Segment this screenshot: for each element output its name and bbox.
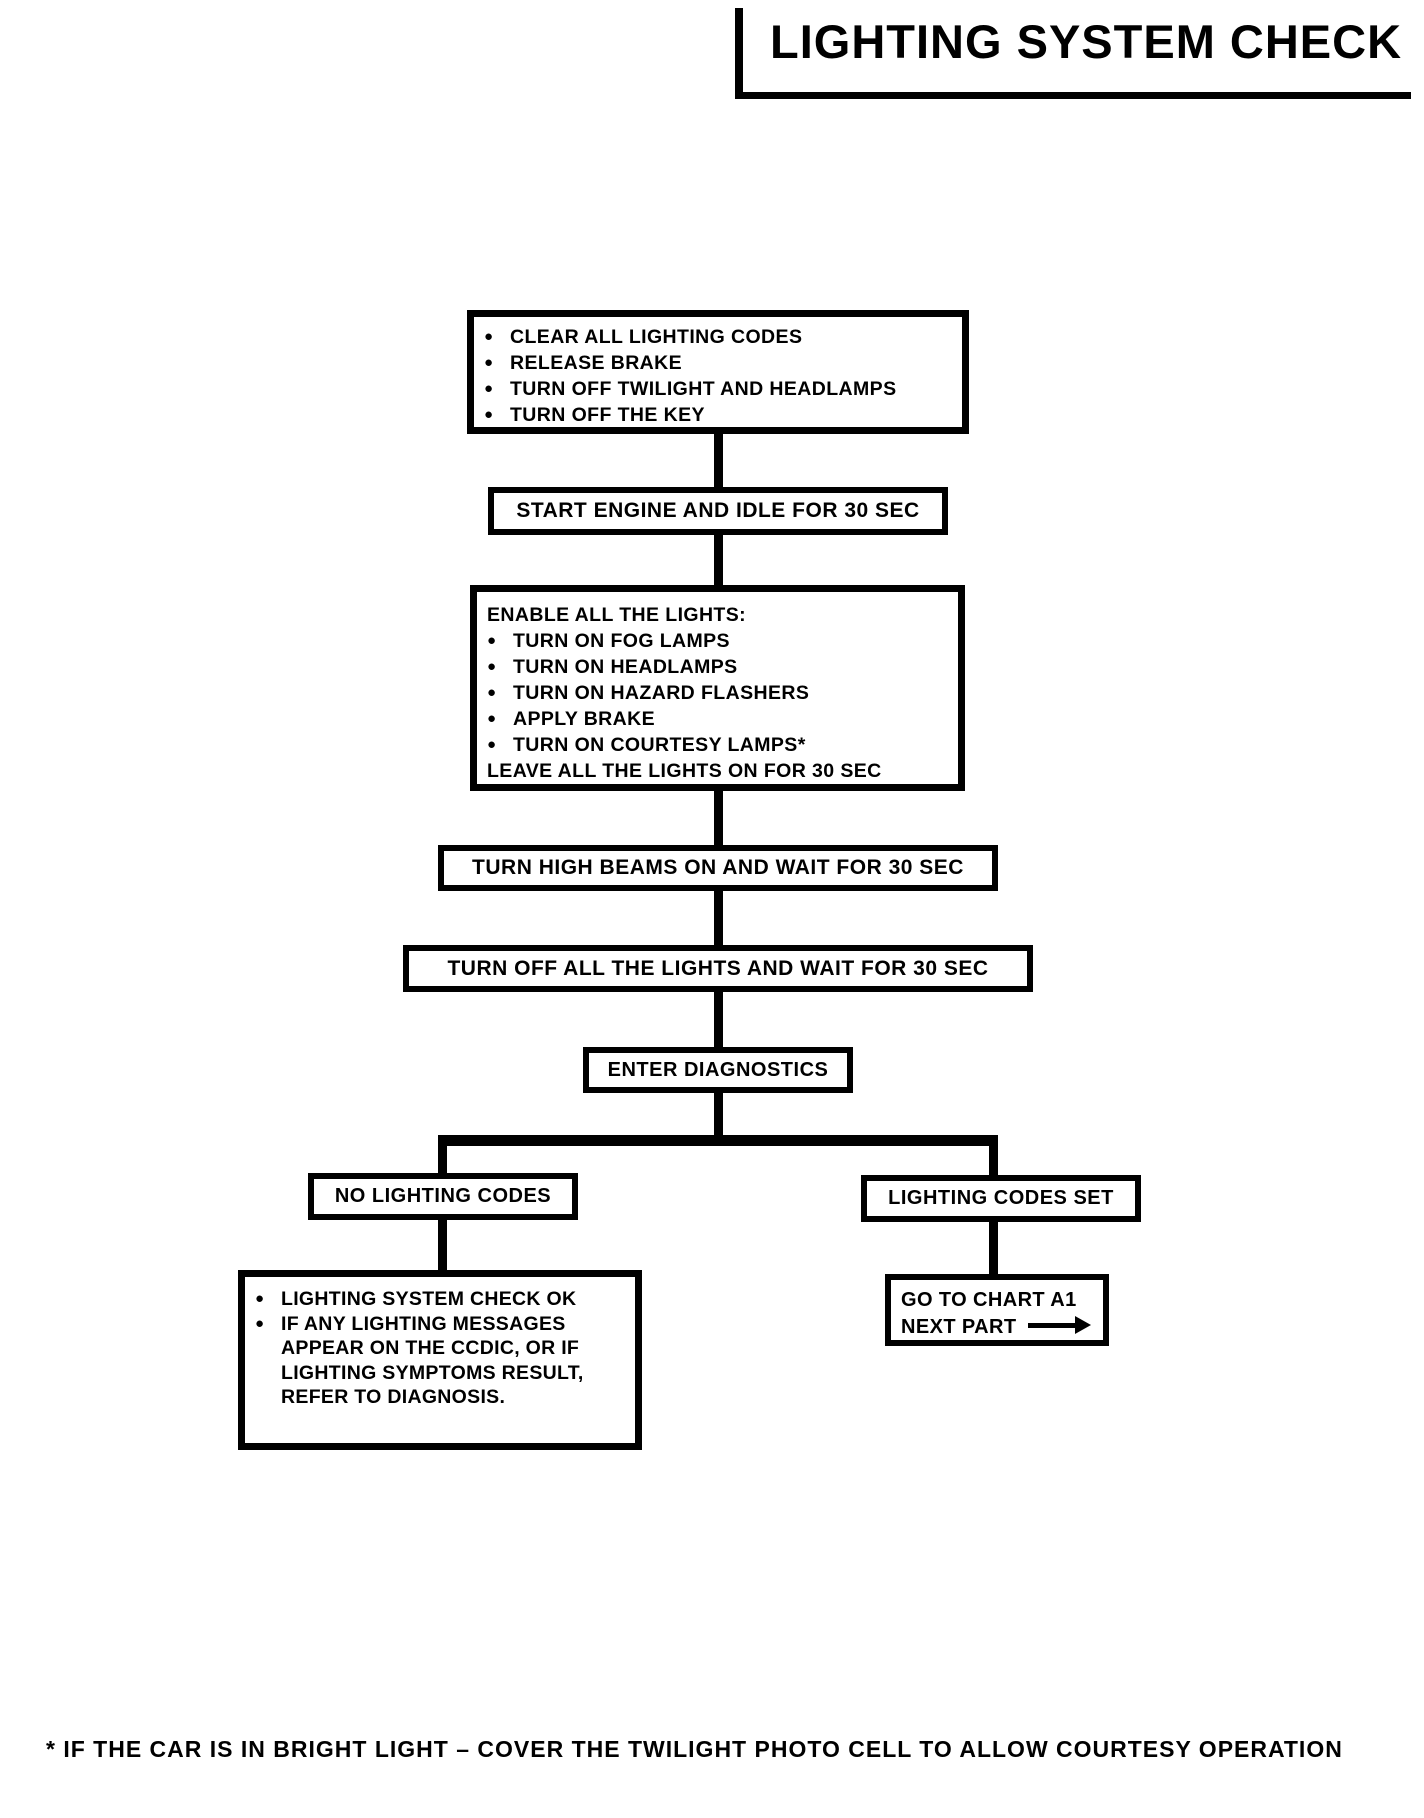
step-text: TURN OFF TWILIGHT AND HEADLAMPS bbox=[510, 378, 897, 400]
connector bbox=[714, 889, 723, 947]
arrow-right-icon bbox=[1028, 1316, 1092, 1335]
step-text: TURN ON COURTESY LAMPS* bbox=[513, 734, 806, 756]
step-text: GO TO CHART A1 bbox=[901, 1289, 1077, 1311]
next-part-line: NEXT PART bbox=[901, 1314, 1093, 1341]
step-text: RELEASE BRAKE bbox=[510, 352, 683, 374]
list-item: ● IF ANY LIGHTING MESSAGES APPEAR ON THE… bbox=[255, 1312, 625, 1410]
step-text: TURN OFF THE KEY bbox=[510, 404, 705, 426]
connector bbox=[438, 1135, 447, 1175]
bullet-icon: ● bbox=[484, 406, 494, 423]
flow-node-no-codes: NO LIGHTING CODES bbox=[308, 1173, 578, 1220]
connector bbox=[714, 990, 723, 1049]
list-item: ● TURN ON HAZARD FLASHERS bbox=[487, 680, 948, 706]
list-item: ● TURN ON COURTESY LAMPS* bbox=[487, 732, 948, 758]
title-underline bbox=[735, 92, 1411, 99]
footnote: * IF THE CAR IS IN BRIGHT LIGHT – COVER … bbox=[46, 1736, 1343, 1762]
step-text: START ENGINE AND IDLE FOR 30 SEC bbox=[516, 499, 920, 522]
bullet-icon: ● bbox=[484, 354, 494, 371]
bullet-icon: ● bbox=[255, 1290, 265, 1307]
flow-node-start-engine: START ENGINE AND IDLE FOR 30 SEC bbox=[488, 487, 948, 535]
step-text: LIGHTING SYSTEM CHECK OK bbox=[281, 1288, 577, 1310]
page-title: LIGHTING SYSTEM CHECK bbox=[770, 15, 1403, 68]
branch-line bbox=[438, 1135, 998, 1146]
title-left-rule bbox=[735, 8, 743, 92]
step-text: NEXT PART bbox=[901, 1316, 1017, 1338]
connector bbox=[714, 533, 723, 587]
flow-node-prep: ● CLEAR ALL LIGHTING CODES ● RELEASE BRA… bbox=[467, 310, 969, 434]
list-item: ● RELEASE BRAKE bbox=[484, 350, 952, 376]
flow-node-enable-lights: ENABLE ALL THE LIGHTS: ● TURN ON FOG LAM… bbox=[470, 585, 965, 791]
list-item: ● LIGHTING SYSTEM CHECK OK bbox=[255, 1287, 625, 1312]
step-header: ENABLE ALL THE LIGHTS: bbox=[487, 604, 747, 626]
flow-node-go-chart: GO TO CHART A1 NEXT PART bbox=[885, 1274, 1109, 1346]
connector bbox=[714, 1091, 723, 1137]
step-text: APPLY BRAKE bbox=[513, 708, 656, 730]
step-text: TURN OFF ALL THE LIGHTS AND WAIT FOR 30 … bbox=[447, 956, 989, 980]
bullet-icon: ● bbox=[487, 684, 497, 701]
bullet-icon: ● bbox=[487, 710, 497, 727]
bullet-icon: ● bbox=[487, 736, 497, 753]
bullet-icon: ● bbox=[484, 328, 494, 345]
step-footer: LEAVE ALL THE LIGHTS ON FOR 30 SEC bbox=[487, 760, 882, 782]
list-item: ● APPLY BRAKE bbox=[487, 706, 948, 732]
step-text: TURN ON FOG LAMPS bbox=[513, 630, 730, 652]
bullet-icon: ● bbox=[487, 632, 497, 649]
flow-node-check-ok: ● LIGHTING SYSTEM CHECK OK ● IF ANY LIGH… bbox=[238, 1270, 642, 1450]
step-text: LIGHTING CODES SET bbox=[888, 1187, 1114, 1209]
bullet-icon: ● bbox=[487, 658, 497, 675]
list-item: ● TURN OFF TWILIGHT AND HEADLAMPS bbox=[484, 376, 952, 402]
list-item: ● TURN OFF THE KEY bbox=[484, 402, 952, 428]
step-text: TURN ON HEADLAMPS bbox=[513, 656, 738, 678]
flow-node-lights-off: TURN OFF ALL THE LIGHTS AND WAIT FOR 30 … bbox=[403, 945, 1033, 992]
step-text: NO LIGHTING CODES bbox=[334, 1185, 552, 1207]
bullet-icon: ● bbox=[484, 380, 494, 397]
connector bbox=[714, 789, 723, 847]
connector bbox=[714, 432, 723, 489]
list-item: ● CLEAR ALL LIGHTING CODES bbox=[484, 324, 952, 350]
connector bbox=[989, 1135, 998, 1177]
flow-node-high-beams: TURN HIGH BEAMS ON AND WAIT FOR 30 SEC bbox=[438, 845, 998, 891]
step-text: TURN ON HAZARD FLASHERS bbox=[513, 682, 810, 704]
list-item: ● TURN ON HEADLAMPS bbox=[487, 654, 948, 680]
connector bbox=[989, 1220, 998, 1276]
step-text: ENTER DIAGNOSTICS bbox=[607, 1058, 829, 1081]
step-text: IF ANY LIGHTING MESSAGES APPEAR ON THE C… bbox=[281, 1312, 584, 1409]
step-text: TURN HIGH BEAMS ON AND WAIT FOR 30 SEC bbox=[472, 856, 964, 879]
flow-node-codes-set: LIGHTING CODES SET bbox=[861, 1175, 1141, 1222]
step-text: CLEAR ALL LIGHTING CODES bbox=[510, 326, 803, 348]
connector bbox=[438, 1218, 447, 1272]
flow-node-enter-diagnostics: ENTER DIAGNOSTICS bbox=[583, 1047, 853, 1093]
list-item: ● TURN ON FOG LAMPS bbox=[487, 628, 948, 654]
bullet-icon: ● bbox=[255, 1314, 265, 1332]
